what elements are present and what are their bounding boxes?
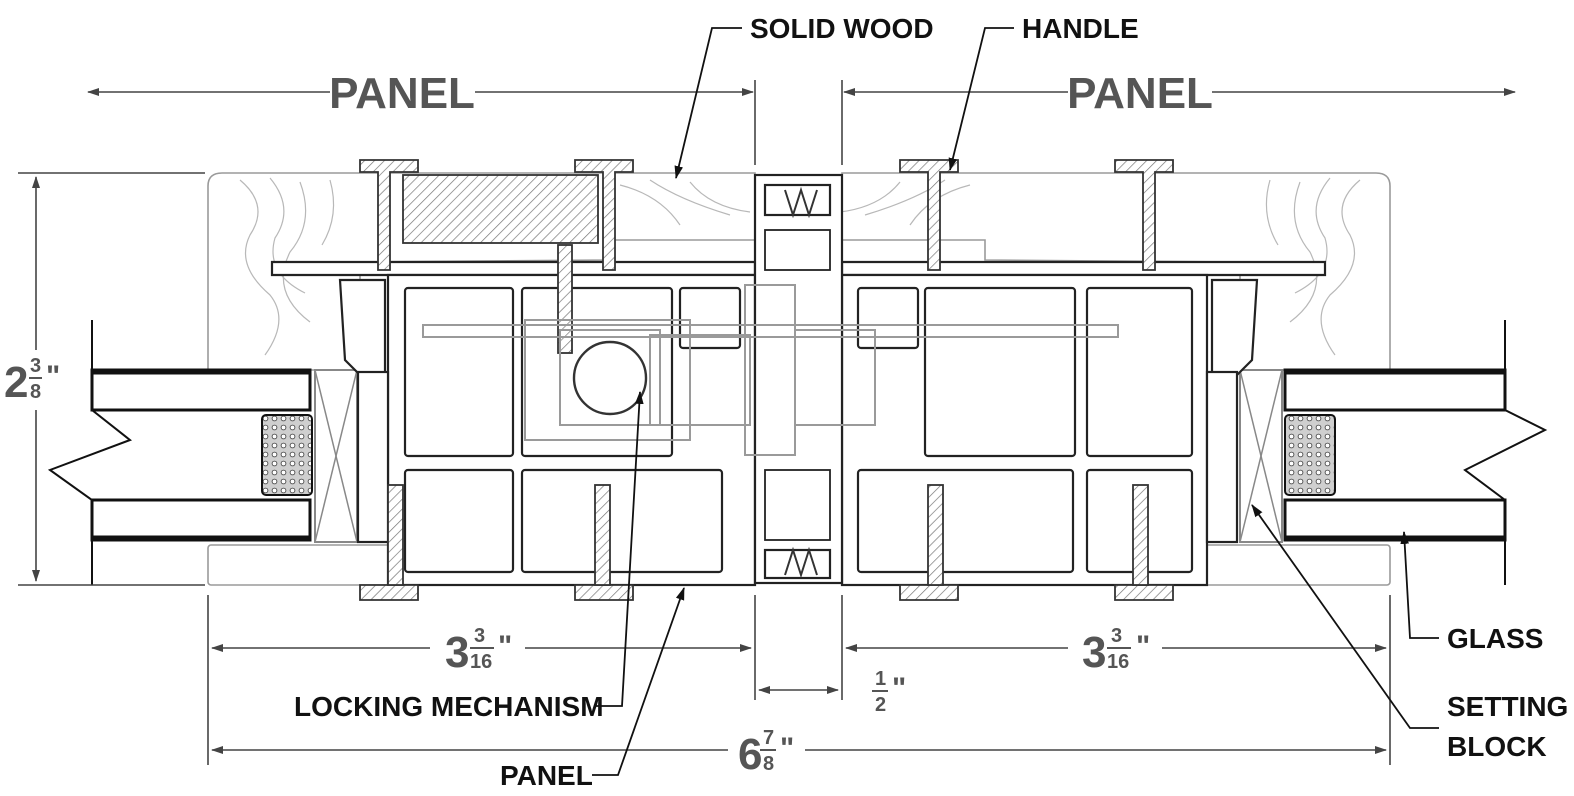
svg-text:": " [780, 732, 794, 765]
height-dimension: 2 3 8 " [4, 355, 60, 407]
gap-dimension: 1 2 " [872, 668, 906, 716]
handle-label: HANDLE [1022, 13, 1139, 44]
svg-text:7: 7 [763, 727, 774, 749]
svg-text:3: 3 [30, 355, 41, 377]
setting-block-label-line2: BLOCK [1447, 731, 1547, 762]
solid-wood-label: SOLID WOOD [750, 13, 934, 44]
locking-mechanism-ghost [422, 284, 1119, 456]
svg-text:2: 2 [4, 358, 28, 407]
panel-bottom-label: PANEL [500, 760, 593, 791]
svg-text:3: 3 [474, 625, 485, 647]
glass-label: GLASS [1447, 623, 1543, 654]
svg-text:": " [892, 672, 906, 705]
overall-dimension: 6 7 8 " [738, 727, 794, 779]
svg-text:": " [498, 630, 512, 663]
glass-right [1239, 320, 1548, 585]
svg-text:3: 3 [1082, 628, 1106, 677]
svg-text:": " [1136, 630, 1150, 663]
panel-left-label: PANEL [329, 69, 475, 118]
setting-block-label-line1: SETTING [1447, 691, 1568, 722]
svg-text:8: 8 [30, 381, 41, 403]
left-width-dimension: 3 3 16 " [445, 625, 512, 677]
spacer-left [261, 414, 313, 496]
glass-left [47, 320, 358, 585]
svg-text:2: 2 [875, 694, 886, 716]
svg-text:6: 6 [738, 730, 762, 779]
panel-right-label: PANEL [1067, 69, 1213, 118]
svg-text:16: 16 [470, 651, 492, 673]
locking-mechanism-label: LOCKING MECHANISM [294, 691, 604, 722]
brush-seal-bottom [784, 546, 818, 579]
svg-text:8: 8 [763, 753, 774, 775]
svg-text:": " [46, 360, 60, 393]
right-width-dimension: 3 3 16 " [1082, 625, 1150, 677]
svg-text:1: 1 [875, 668, 886, 690]
svg-text:3: 3 [1111, 625, 1122, 647]
interlock-center [753, 173, 844, 585]
svg-text:16: 16 [1107, 651, 1129, 673]
spacer-right [1284, 414, 1336, 496]
brush-seal-top [784, 186, 818, 219]
svg-text:3: 3 [445, 628, 469, 677]
